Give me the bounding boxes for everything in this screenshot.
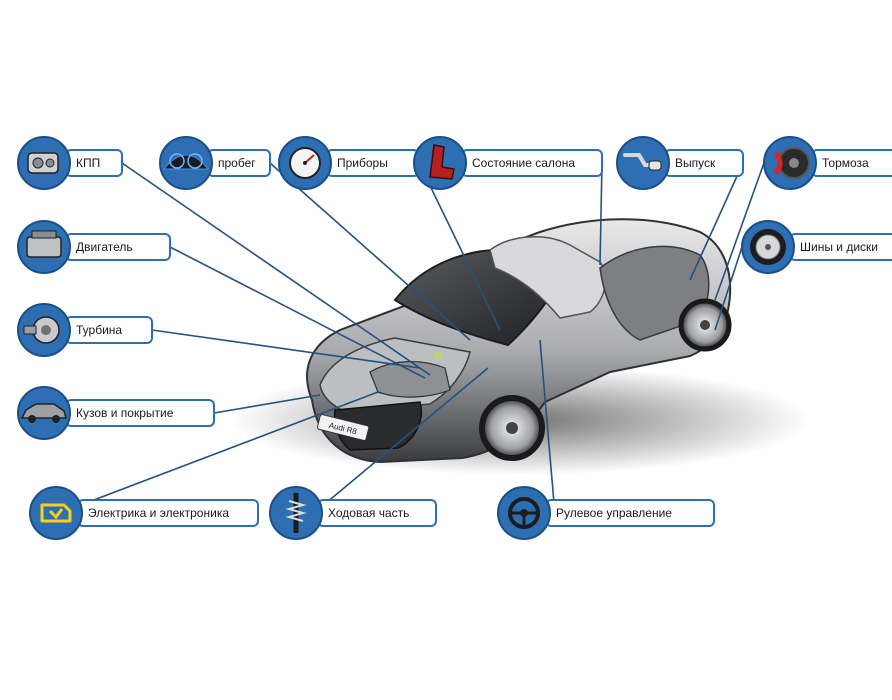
callout-mileage-label: пробег: [218, 156, 256, 170]
callout-steering-label: Рулевое управление: [556, 506, 672, 520]
wheel-icon: [508, 497, 540, 529]
callout-engine[interactable]: Двигатель: [17, 220, 171, 274]
callout-steering[interactable]: Рулевое управление: [497, 486, 715, 540]
callout-kpp-label: КПП: [76, 156, 100, 170]
connector-gauges: [418, 162, 501, 331]
callout-turbo-label: Турбина: [76, 323, 122, 337]
connector-tires: [714, 246, 743, 331]
connector-lines: [85, 162, 765, 504]
brake-icon: [773, 147, 810, 179]
gearbox-icon: [27, 152, 59, 174]
license-plate: Audi R8: [316, 414, 370, 441]
callout-electrics[interactable]: Электрика и электроника: [29, 486, 259, 540]
connector-exhaust: [689, 162, 744, 281]
interior-seats: [489, 236, 607, 319]
callout-engine-label: Двигатель: [76, 240, 133, 254]
callout-brakes[interactable]: Тормоза: [763, 136, 892, 190]
callout-brakes-label: Тормоза: [822, 156, 869, 170]
connector-body: [213, 394, 321, 414]
car-icon: [20, 403, 67, 423]
callout-exhaust-label: Выпуск: [675, 156, 716, 170]
connector-electrics: [85, 391, 379, 504]
exhaust-icon: [623, 153, 662, 171]
callout-electrics-label: Электрика и электроника: [88, 506, 229, 520]
rear-wheel-hub: [700, 320, 710, 330]
car-illustration: Audi R8: [230, 218, 810, 475]
gauge-icon: [289, 147, 321, 179]
connector-brakes: [714, 162, 765, 301]
callout-body-label: Кузов и покрытие: [76, 406, 174, 420]
dash-icon: [162, 153, 210, 170]
callout-interior-label: Состояние салона: [472, 156, 575, 170]
callout-interior[interactable]: Состояние салона: [413, 136, 603, 190]
callout-mileage[interactable]: пробег: [159, 136, 271, 190]
callout-turbo[interactable]: Турбина: [17, 303, 153, 357]
callout-tires[interactable]: Шины и диски: [741, 220, 892, 274]
connector-interior: [599, 162, 603, 266]
engine-icon: [26, 230, 62, 258]
callout-exhaust[interactable]: Выпуск: [616, 136, 744, 190]
callout-tires-label: Шины и диски: [800, 240, 878, 254]
check-icon: [40, 503, 72, 523]
callout-body[interactable]: Кузов и покрытие: [17, 386, 215, 440]
callouts: КПП пробег Приборы Состояние салона Выпуск То…: [17, 136, 892, 540]
engine-highlight: [434, 352, 442, 360]
callout-gauges-label: Приборы: [337, 156, 388, 170]
callout-suspension-label: Ходовая часть: [328, 506, 409, 520]
tire-icon: [750, 229, 786, 265]
connector-kpp: [121, 162, 431, 376]
front-wheel-hub: [506, 422, 518, 434]
turbo-icon: [23, 316, 60, 344]
strut-icon: [285, 493, 307, 533]
connector-engine: [169, 246, 426, 379]
connector-mileage: [269, 162, 471, 341]
connector-suspension: [325, 367, 489, 504]
callout-gauges[interactable]: Приборы: [278, 136, 420, 190]
seat-icon: [429, 144, 455, 180]
callout-kpp[interactable]: КПП: [17, 136, 123, 190]
connector-steering: [539, 339, 555, 504]
connector-turbo: [151, 329, 421, 369]
callout-suspension[interactable]: Ходовая часть: [269, 486, 437, 540]
callout-electrics-badge: [29, 486, 83, 540]
